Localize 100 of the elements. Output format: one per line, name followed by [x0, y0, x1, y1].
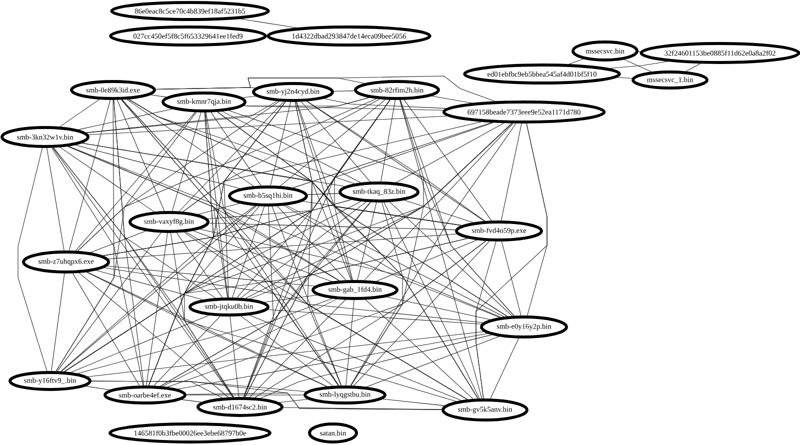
line	[56, 112, 196, 372]
line	[67, 146, 468, 400]
line	[82, 142, 462, 226]
line	[353, 240, 490, 386]
line	[64, 238, 468, 372]
line	[254, 240, 486, 398]
line	[272, 206, 342, 386]
line	[283, 407, 442, 410]
line	[181, 399, 202, 402]
line	[286, 205, 504, 318]
line	[346, 300, 354, 386]
line	[277, 206, 346, 281]
line	[228, 110, 486, 222]
line	[396, 122, 504, 183]
line	[568, 58, 584, 64]
line	[324, 98, 447, 109]
line	[501, 241, 522, 316]
line	[72, 273, 140, 386]
line	[400, 100, 514, 316]
line	[386, 296, 491, 320]
line	[390, 202, 512, 316]
line	[244, 105, 444, 110]
line	[230, 316, 240, 398]
line	[177, 333, 488, 390]
line	[357, 202, 377, 280]
line	[150, 94, 167, 98]
line	[278, 398, 308, 403]
line	[334, 90, 354, 92]
line	[86, 100, 278, 134]
line	[186, 394, 304, 396]
line	[114, 100, 234, 398]
line	[608, 61, 668, 69]
line	[616, 77, 632, 78]
line	[146, 232, 168, 386]
line	[18, 148, 48, 372]
line	[78, 98, 377, 252]
line	[490, 338, 519, 399]
line	[170, 232, 234, 398]
line	[52, 148, 234, 398]
line	[116, 100, 165, 212]
line	[307, 193, 340, 195]
line	[68, 100, 111, 251]
line	[296, 102, 352, 280]
line	[52, 148, 144, 386]
line	[264, 294, 318, 303]
line	[624, 59, 652, 72]
line	[232, 206, 265, 298]
line	[302, 200, 462, 226]
line	[192, 230, 332, 282]
line	[172, 112, 202, 212]
line	[160, 202, 371, 386]
line	[85, 386, 110, 390]
line	[500, 123, 522, 221]
line	[162, 298, 338, 387]
line	[365, 299, 474, 400]
line	[686, 63, 701, 72]
line	[60, 147, 154, 212]
line	[350, 123, 516, 386]
line	[382, 398, 445, 406]
line	[242, 96, 256, 98]
line	[75, 112, 196, 252]
line	[60, 99, 100, 127]
line	[46, 148, 64, 251]
line	[61, 206, 256, 372]
line	[96, 270, 204, 300]
line	[198, 203, 240, 215]
line	[244, 100, 390, 398]
line	[154, 316, 220, 386]
line	[210, 112, 262, 186]
line	[78, 272, 229, 398]
line	[88, 116, 448, 135]
line	[364, 123, 514, 281]
line	[380, 100, 396, 182]
line	[376, 240, 478, 282]
line	[268, 309, 482, 324]
line	[126, 99, 254, 186]
line	[270, 102, 291, 186]
line	[209, 222, 456, 230]
line	[260, 334, 492, 398]
line	[78, 108, 173, 130]
line	[638, 51, 641, 52]
line	[156, 76, 496, 102]
line	[249, 314, 462, 401]
line	[70, 314, 210, 373]
line	[206, 112, 340, 386]
line	[87, 331, 484, 377]
line	[178, 101, 284, 212]
line	[75, 144, 240, 189]
line	[240, 202, 366, 298]
line	[86, 97, 370, 133]
line	[244, 206, 274, 398]
line	[431, 96, 473, 104]
line	[104, 268, 484, 323]
line	[102, 206, 256, 256]
line	[51, 273, 65, 372]
line	[106, 266, 316, 286]
line	[186, 392, 442, 410]
line	[404, 100, 492, 221]
line	[182, 122, 482, 212]
line	[86, 272, 456, 402]
